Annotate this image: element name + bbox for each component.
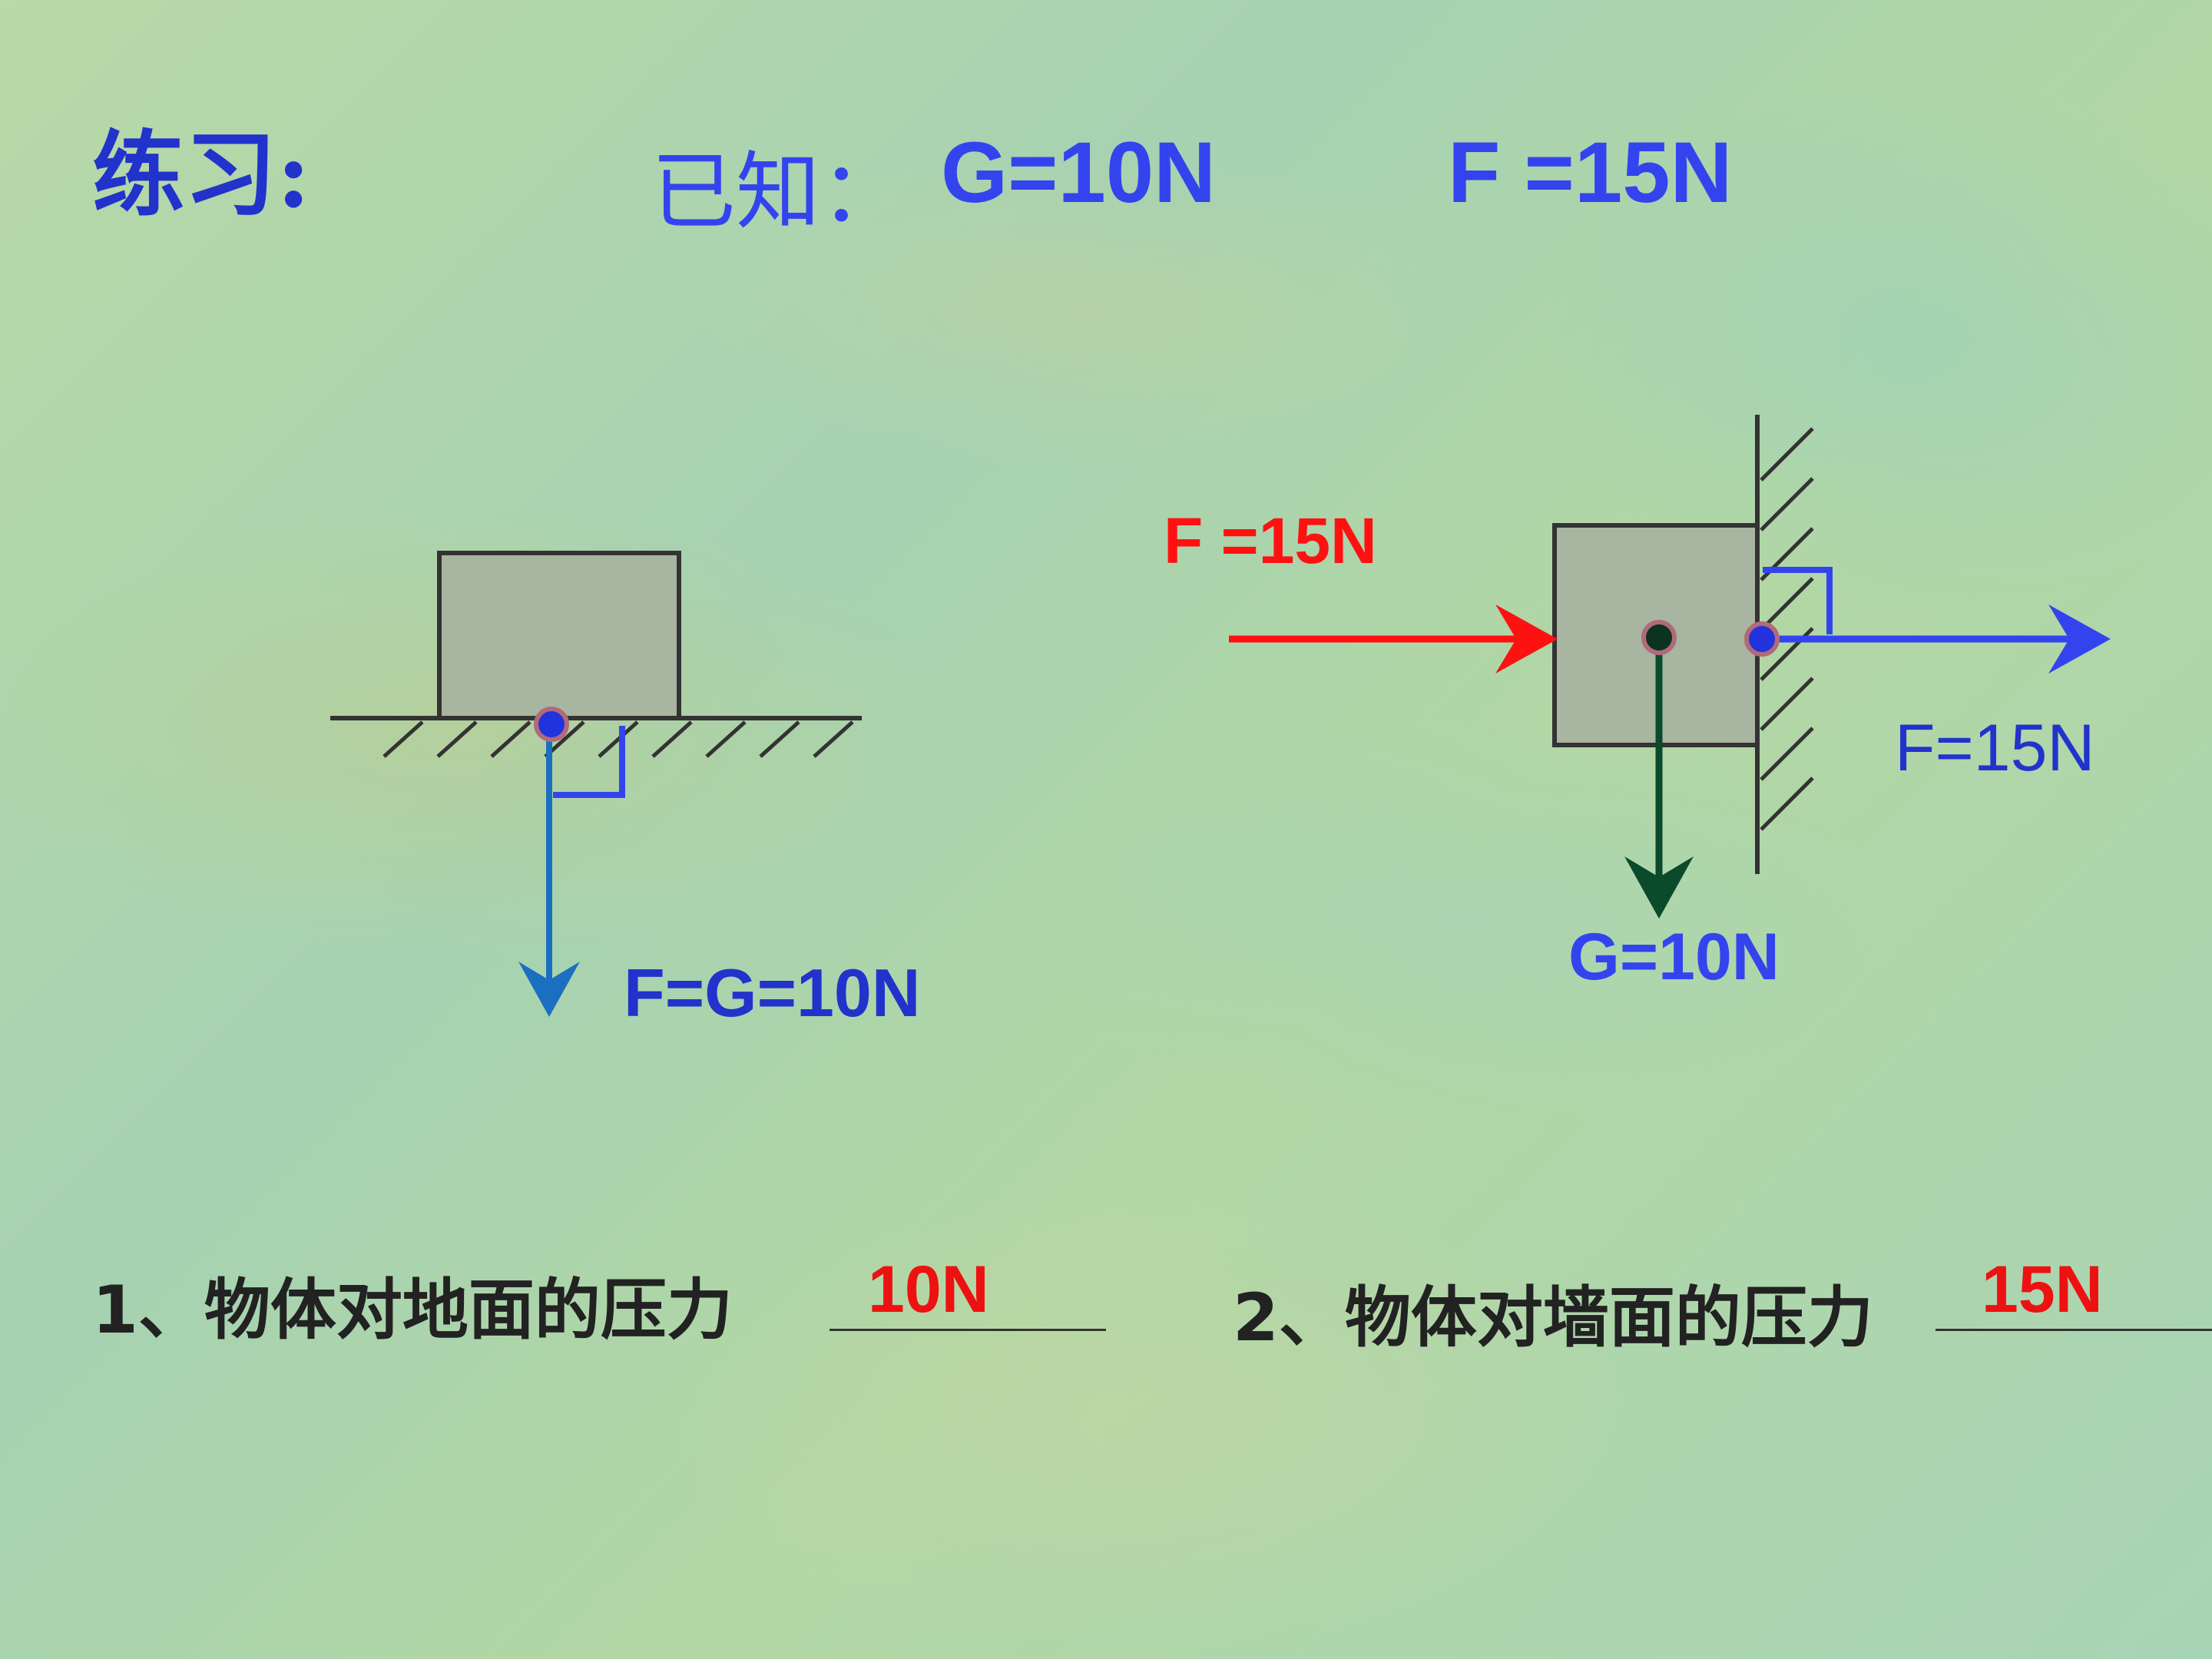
applied-force-label: F =15N [1164,505,1377,577]
center-of-mass-point [1641,620,1677,655]
ground-hatching [382,720,854,758]
answer-blank-1 [830,1329,1106,1331]
wall-force-label: F=15N [1895,711,2095,785]
slide-title: 练习: [92,121,311,229]
answer-2: 15N [1982,1253,2103,1326]
wall-diagram [1229,415,2111,919]
given-gravity-value: G=10N [941,124,1216,220]
ground-diagram [330,551,862,1017]
contact-point [534,707,569,742]
right-angle-marker-wall [1763,567,1833,634]
wall-contact-point [1744,621,1780,657]
block-on-ground [437,551,681,720]
question-2: 2、物体对墙面的压力 [1233,1280,1873,1356]
question-1: 1、物体对地面的压力 [92,1272,733,1349]
answer-blank-2 [1936,1329,2212,1331]
answer-1: 10N [868,1253,989,1326]
ground-force-label: F=G=10N [624,955,920,1031]
right-angle-marker [553,726,625,798]
given-force-value: F =15N [1448,124,1733,220]
gravity-label: G=10N [1568,920,1780,994]
given-label: 已知： [651,143,905,241]
